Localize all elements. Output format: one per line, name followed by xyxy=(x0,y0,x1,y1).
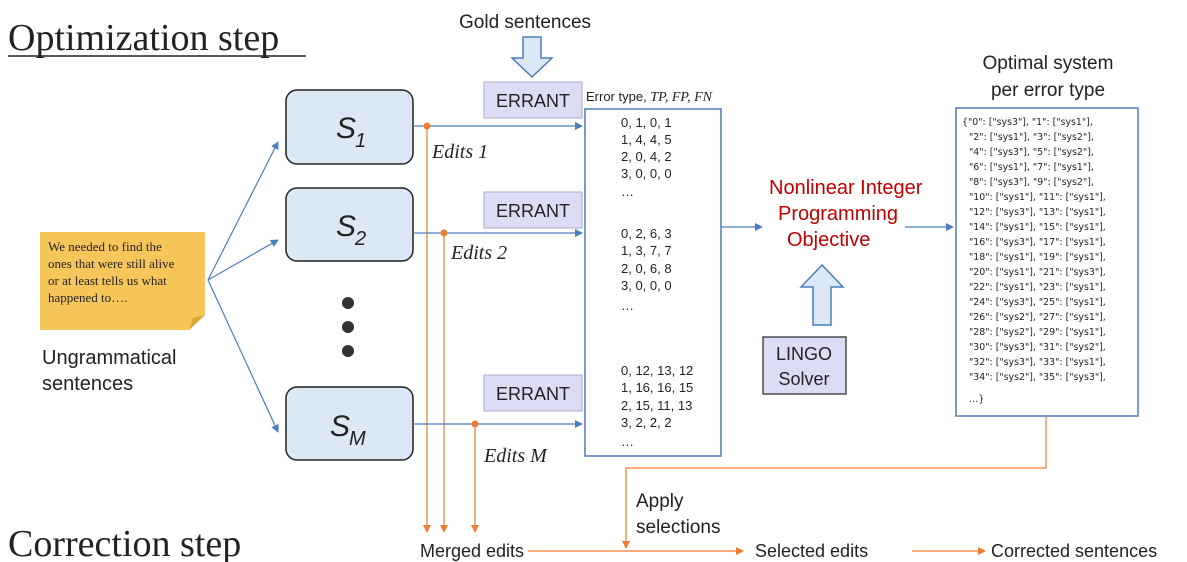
table-row: 3, 0, 0, 0 xyxy=(621,166,672,181)
optimal-line: "34": ["sys2"], "35": ["sys3"], xyxy=(969,372,1106,383)
note-line: ones that were still alive xyxy=(48,256,175,271)
optimal-line: "2": ["sys1"], "3": ["sys2"], xyxy=(969,132,1094,143)
table-row: 1, 16, 16, 15 xyxy=(621,380,693,395)
apply-label: Apply xyxy=(636,491,684,512)
corrected-sentences-label: Corrected sentences xyxy=(991,541,1157,561)
table-row: 0, 1, 0, 1 xyxy=(621,115,672,130)
table-group-1: 0, 1, 0, 1 1, 4, 4, 5 2, 0, 4, 2 3, 0, 0… xyxy=(621,115,672,199)
solver-line: LINGO xyxy=(776,344,832,364)
optimal-line: "32": ["sys3"], "33": ["sys1"], xyxy=(969,357,1106,368)
optimal-line: "12": ["sys3"], "13": ["sys1"], xyxy=(969,207,1106,218)
system-box-m: S M xyxy=(285,386,414,461)
table-row: 0, 12, 13, 12 xyxy=(621,363,693,378)
optimal-line: "14": ["sys1"], "15": ["sys1"], xyxy=(969,222,1106,233)
merged-edits-label: Merged edits xyxy=(420,541,524,561)
optimal-line: "4": ["sys3"], "5": ["sys2"], xyxy=(969,147,1094,158)
note-line: happened to…. xyxy=(48,290,127,305)
merge-dot-1 xyxy=(423,122,431,130)
optimal-title: Optimal system xyxy=(983,53,1114,74)
edits-label-2: Edits 2 xyxy=(450,242,507,264)
optimal-line: "30": ["sys3"], "31": ["sys2"], xyxy=(969,342,1106,353)
edits-label-1: Edits 1 xyxy=(431,141,488,163)
errant-box-m: ERRANT xyxy=(483,374,583,412)
optimal-system-box xyxy=(955,107,1139,417)
ungrammatical-label: Ungrammatical xyxy=(42,347,176,369)
apply-selections-line xyxy=(622,416,1047,549)
gold-sentences-label: Gold sentences xyxy=(459,12,591,33)
optimal-title: per error type xyxy=(991,80,1105,101)
system-1-subscript: 1 xyxy=(355,130,366,152)
objective-line: Programming xyxy=(778,203,898,225)
errant-box-2: ERRANT xyxy=(483,191,583,229)
table-row: … xyxy=(621,434,634,449)
fan-arrow-sm xyxy=(207,279,279,433)
optimal-line: "26": ["sys2"], "27": ["sys1"], xyxy=(969,312,1106,323)
gold-down-arrow xyxy=(510,36,554,79)
system-1-name: S xyxy=(336,112,356,145)
optimal-line: "8": ["sys3"], "9": ["sys2"], xyxy=(969,177,1094,188)
optimal-mapping: {"0": ["sys3"], "1": ["sys1"], "2": ["sy… xyxy=(962,117,1106,405)
merge-dot-2 xyxy=(440,229,448,237)
table-header-prefix: Error type, xyxy=(586,89,650,104)
errant-label: ERRANT xyxy=(496,384,570,404)
fan-arrow-s1 xyxy=(207,141,279,281)
fan-arrow-s2 xyxy=(207,239,279,281)
optimal-line: {"0": ["sys3"], "1": ["sys1"], xyxy=(962,117,1093,128)
system-2-subscript: 2 xyxy=(354,228,366,250)
table-header-metrics: TP, FP, FN xyxy=(650,90,712,105)
note-line: or at least tells us what xyxy=(48,273,167,288)
ungrammatical-label: sentences xyxy=(42,373,133,395)
objective-line: Nonlinear Integer xyxy=(769,177,923,199)
table-group-2: 0, 2, 6, 3 1, 3, 7, 7 2, 0, 6, 8 3, 0, 0… xyxy=(621,226,672,313)
objective-text: Nonlinear Integer Programming Objective xyxy=(769,177,923,251)
merge-dot-m xyxy=(471,420,479,428)
optimal-line: "28": ["sys2"], "29": ["sys1"], xyxy=(969,327,1106,338)
optimization-step-title: Optimization step xyxy=(8,17,279,59)
table-row: … xyxy=(621,184,634,199)
objective-line: Objective xyxy=(787,229,870,251)
table-row: 1, 4, 4, 5 xyxy=(621,132,672,147)
system-m-subscript: M xyxy=(349,428,366,450)
selected-edits-label: Selected edits xyxy=(755,541,868,561)
system-m-name: S xyxy=(330,410,350,443)
table-group-m: 0, 12, 13, 12 1, 16, 16, 15 2, 15, 11, 1… xyxy=(621,363,693,449)
errant-box-1: ERRANT xyxy=(483,81,583,119)
table-row: 3, 0, 0, 0 xyxy=(621,278,672,293)
optimal-line: "24": ["sys3"], "25": ["sys1"], xyxy=(969,297,1106,308)
optimal-line: "18": ["sys1"], "19": ["sys1"], xyxy=(969,252,1106,263)
correction-step-title: Correction step xyxy=(8,523,241,562)
system-2-name: S xyxy=(336,210,356,243)
system-box-1: S 1 xyxy=(285,89,414,165)
ellipsis-dots xyxy=(342,297,354,357)
table-row: … xyxy=(621,298,634,313)
apply-label: selections xyxy=(636,517,721,538)
optimal-line: "16": ["sys3"], "17": ["sys1"], xyxy=(969,237,1106,248)
errant-label: ERRANT xyxy=(496,201,570,221)
table-row: 1, 3, 7, 7 xyxy=(621,243,672,258)
table-row: 2, 15, 11, 13 xyxy=(621,398,692,413)
lingo-solver-box: LINGO Solver xyxy=(762,336,847,395)
table-header: Error type, TP, FP, FN xyxy=(586,89,713,105)
optimal-line: "10": ["sys1"], "11": ["sys1"], xyxy=(969,192,1106,203)
note-line: We needed to find the xyxy=(48,239,162,254)
error-stats-table xyxy=(584,108,722,457)
edits-label-m: Edits M xyxy=(483,445,548,467)
table-row: 2, 0, 4, 2 xyxy=(621,149,672,164)
optimal-line: "20": ["sys1"], "21": ["sys3"], xyxy=(969,267,1106,278)
table-row: 3, 2, 2, 2 xyxy=(621,415,672,430)
solver-up-arrow xyxy=(799,263,845,326)
errant-label: ERRANT xyxy=(496,91,570,111)
optimal-line: "22": ["sys1"], "23": ["sys1"], xyxy=(969,282,1106,293)
solver-line: Solver xyxy=(778,369,829,389)
input-sticky-note: We needed to find the ones that were sti… xyxy=(40,232,205,330)
optimal-line: "6": ["sys1"], "7": ["sys1"], xyxy=(969,162,1094,173)
system-box-2: S 2 xyxy=(285,187,414,262)
table-row: 2, 0, 6, 8 xyxy=(621,261,672,276)
table-row: 0, 2, 6, 3 xyxy=(621,226,672,241)
optimal-line: …} xyxy=(969,394,984,405)
